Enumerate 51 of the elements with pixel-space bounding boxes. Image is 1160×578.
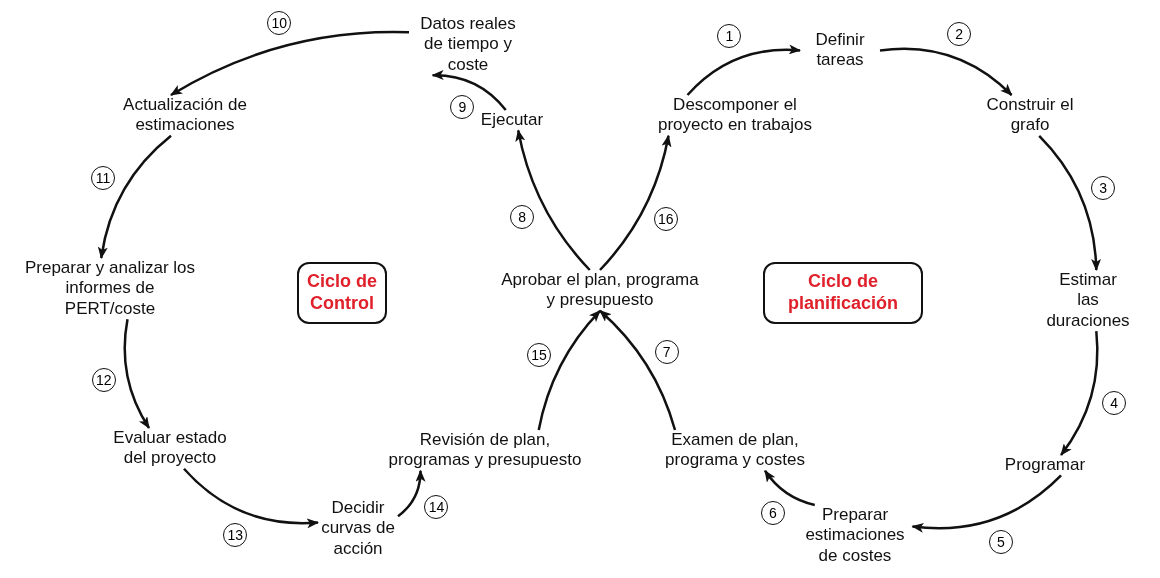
step-text: Actualización de estimaciones — [115, 95, 255, 136]
step-text: Revisión de plan, programas y presupuesto — [377, 430, 593, 471]
arrow — [1038, 134, 1101, 271]
step-number: 14 — [424, 495, 449, 519]
step-text: Descomponer el proyecto en trabajos — [640, 95, 830, 136]
step-text: Estimar las duraciones — [1046, 270, 1130, 332]
step-text: Decidir curvas de acción — [318, 498, 398, 560]
step-number: 2 — [947, 21, 972, 46]
step-number: 15 — [527, 342, 552, 367]
arrow — [1060, 331, 1099, 456]
arrow — [764, 469, 816, 507]
step-text: Examen de plan, programa y costes — [635, 430, 835, 471]
arrow — [170, 30, 409, 97]
step-text: Programar — [1004, 455, 1086, 476]
step-number: 13 — [223, 522, 248, 547]
step-number: 1 — [717, 24, 742, 49]
step-text: Preparar estimaciones de costes — [797, 505, 913, 567]
step-number: 6 — [760, 500, 785, 525]
arrow — [397, 469, 426, 518]
step-number: 9 — [450, 94, 475, 119]
step-number: 4 — [1102, 391, 1127, 416]
arrow — [599, 134, 672, 271]
arrow — [686, 44, 801, 96]
step-number: 10 — [267, 10, 292, 35]
step-text: Ejecutar — [480, 110, 544, 131]
arrow — [431, 70, 507, 111]
cycle-box — [763, 262, 923, 324]
cycle-box — [297, 262, 387, 324]
arrow — [123, 318, 151, 429]
step-text: Preparar y analizar los informes de PERT/coste — [22, 258, 198, 320]
step-text: Definir tareas — [800, 30, 880, 71]
step-number: 12 — [91, 368, 116, 393]
step-number: 3 — [1091, 175, 1116, 200]
arrow — [183, 467, 319, 528]
arrow — [879, 47, 1013, 96]
arrow — [911, 474, 1062, 533]
arrow — [599, 309, 677, 431]
arrow — [537, 309, 601, 431]
step-number: 16 — [653, 206, 678, 231]
step-number: 8 — [510, 204, 535, 229]
step-number: 11 — [91, 166, 116, 190]
cycle-title: Ciclo de planificación — [787, 271, 899, 315]
step-text: Aprobar el plan, programa y presupuesto — [497, 270, 703, 311]
cycle-title: Ciclo de Control — [306, 271, 378, 315]
step-text: Evaluar estado del proyecto — [100, 428, 240, 469]
step-text: Datos reales de tiempo y coste — [409, 14, 527, 76]
arrow — [98, 134, 172, 259]
step-number: 7 — [654, 340, 679, 364]
step-text: Construir el grafo — [984, 95, 1076, 136]
step-number: 5 — [988, 530, 1013, 555]
arrow — [515, 129, 591, 271]
